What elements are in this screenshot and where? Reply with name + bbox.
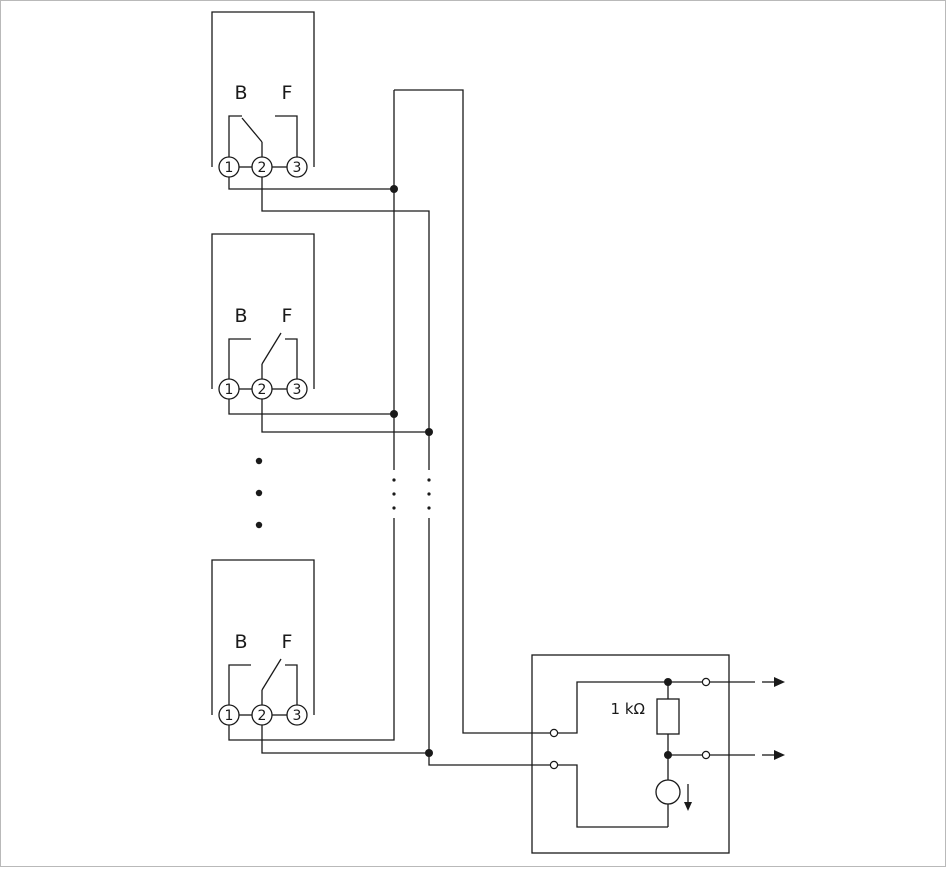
terminal-3 [286, 378, 308, 400]
output-terminal [701, 677, 711, 687]
terminal-3-label: 3 [293, 382, 302, 398]
junction-dot [664, 751, 672, 759]
output-terminal [701, 750, 711, 760]
terminal-1-label: 1 [225, 160, 234, 176]
switch-unit-1: B F 1 2 3 [211, 11, 315, 178]
output-arrow-icon [774, 750, 785, 760]
resistor [656, 698, 680, 735]
switch-blade [241, 117, 263, 143]
terminal-2-label: 2 [258, 708, 267, 724]
junction-dot [425, 428, 433, 436]
terminal-3 [286, 156, 308, 178]
switch-unit-n: B F 1 2 3 [211, 559, 315, 726]
input-terminal [549, 760, 559, 770]
junction-dot [390, 185, 398, 193]
terminal-2-label: 2 [258, 382, 267, 398]
interface-box: 1 kΩ [531, 654, 785, 854]
terminal-1-label: 1 [225, 708, 234, 724]
contact-label-f: F [282, 82, 293, 104]
input-terminal [549, 728, 559, 738]
current-direction-arrow-icon [684, 802, 692, 811]
contact-label-b: B [234, 631, 247, 653]
terminal-3 [286, 704, 308, 726]
continuation-dots [255, 457, 263, 529]
terminal-3-label: 3 [293, 708, 302, 724]
current-source [655, 779, 681, 805]
junction-dot [425, 749, 433, 757]
bus-wiring [228, 89, 554, 766]
contact-label-b: B [234, 305, 247, 327]
junction-dot [390, 410, 398, 418]
junction-dot [664, 678, 672, 686]
contact-label-f: F [282, 305, 293, 327]
contact-label-f: F [282, 631, 293, 653]
resistor-label: 1 kΩ [611, 700, 645, 718]
terminal-1-label: 1 [225, 382, 234, 398]
switch-unit-2: B F 1 2 3 [211, 233, 315, 400]
switch-blade [261, 658, 282, 691]
terminal-3-label: 3 [293, 160, 302, 176]
switch-blade [261, 332, 282, 365]
output-arrow-icon [774, 677, 785, 687]
contact-label-b: B [234, 82, 247, 104]
terminal-2-label: 2 [258, 160, 267, 176]
